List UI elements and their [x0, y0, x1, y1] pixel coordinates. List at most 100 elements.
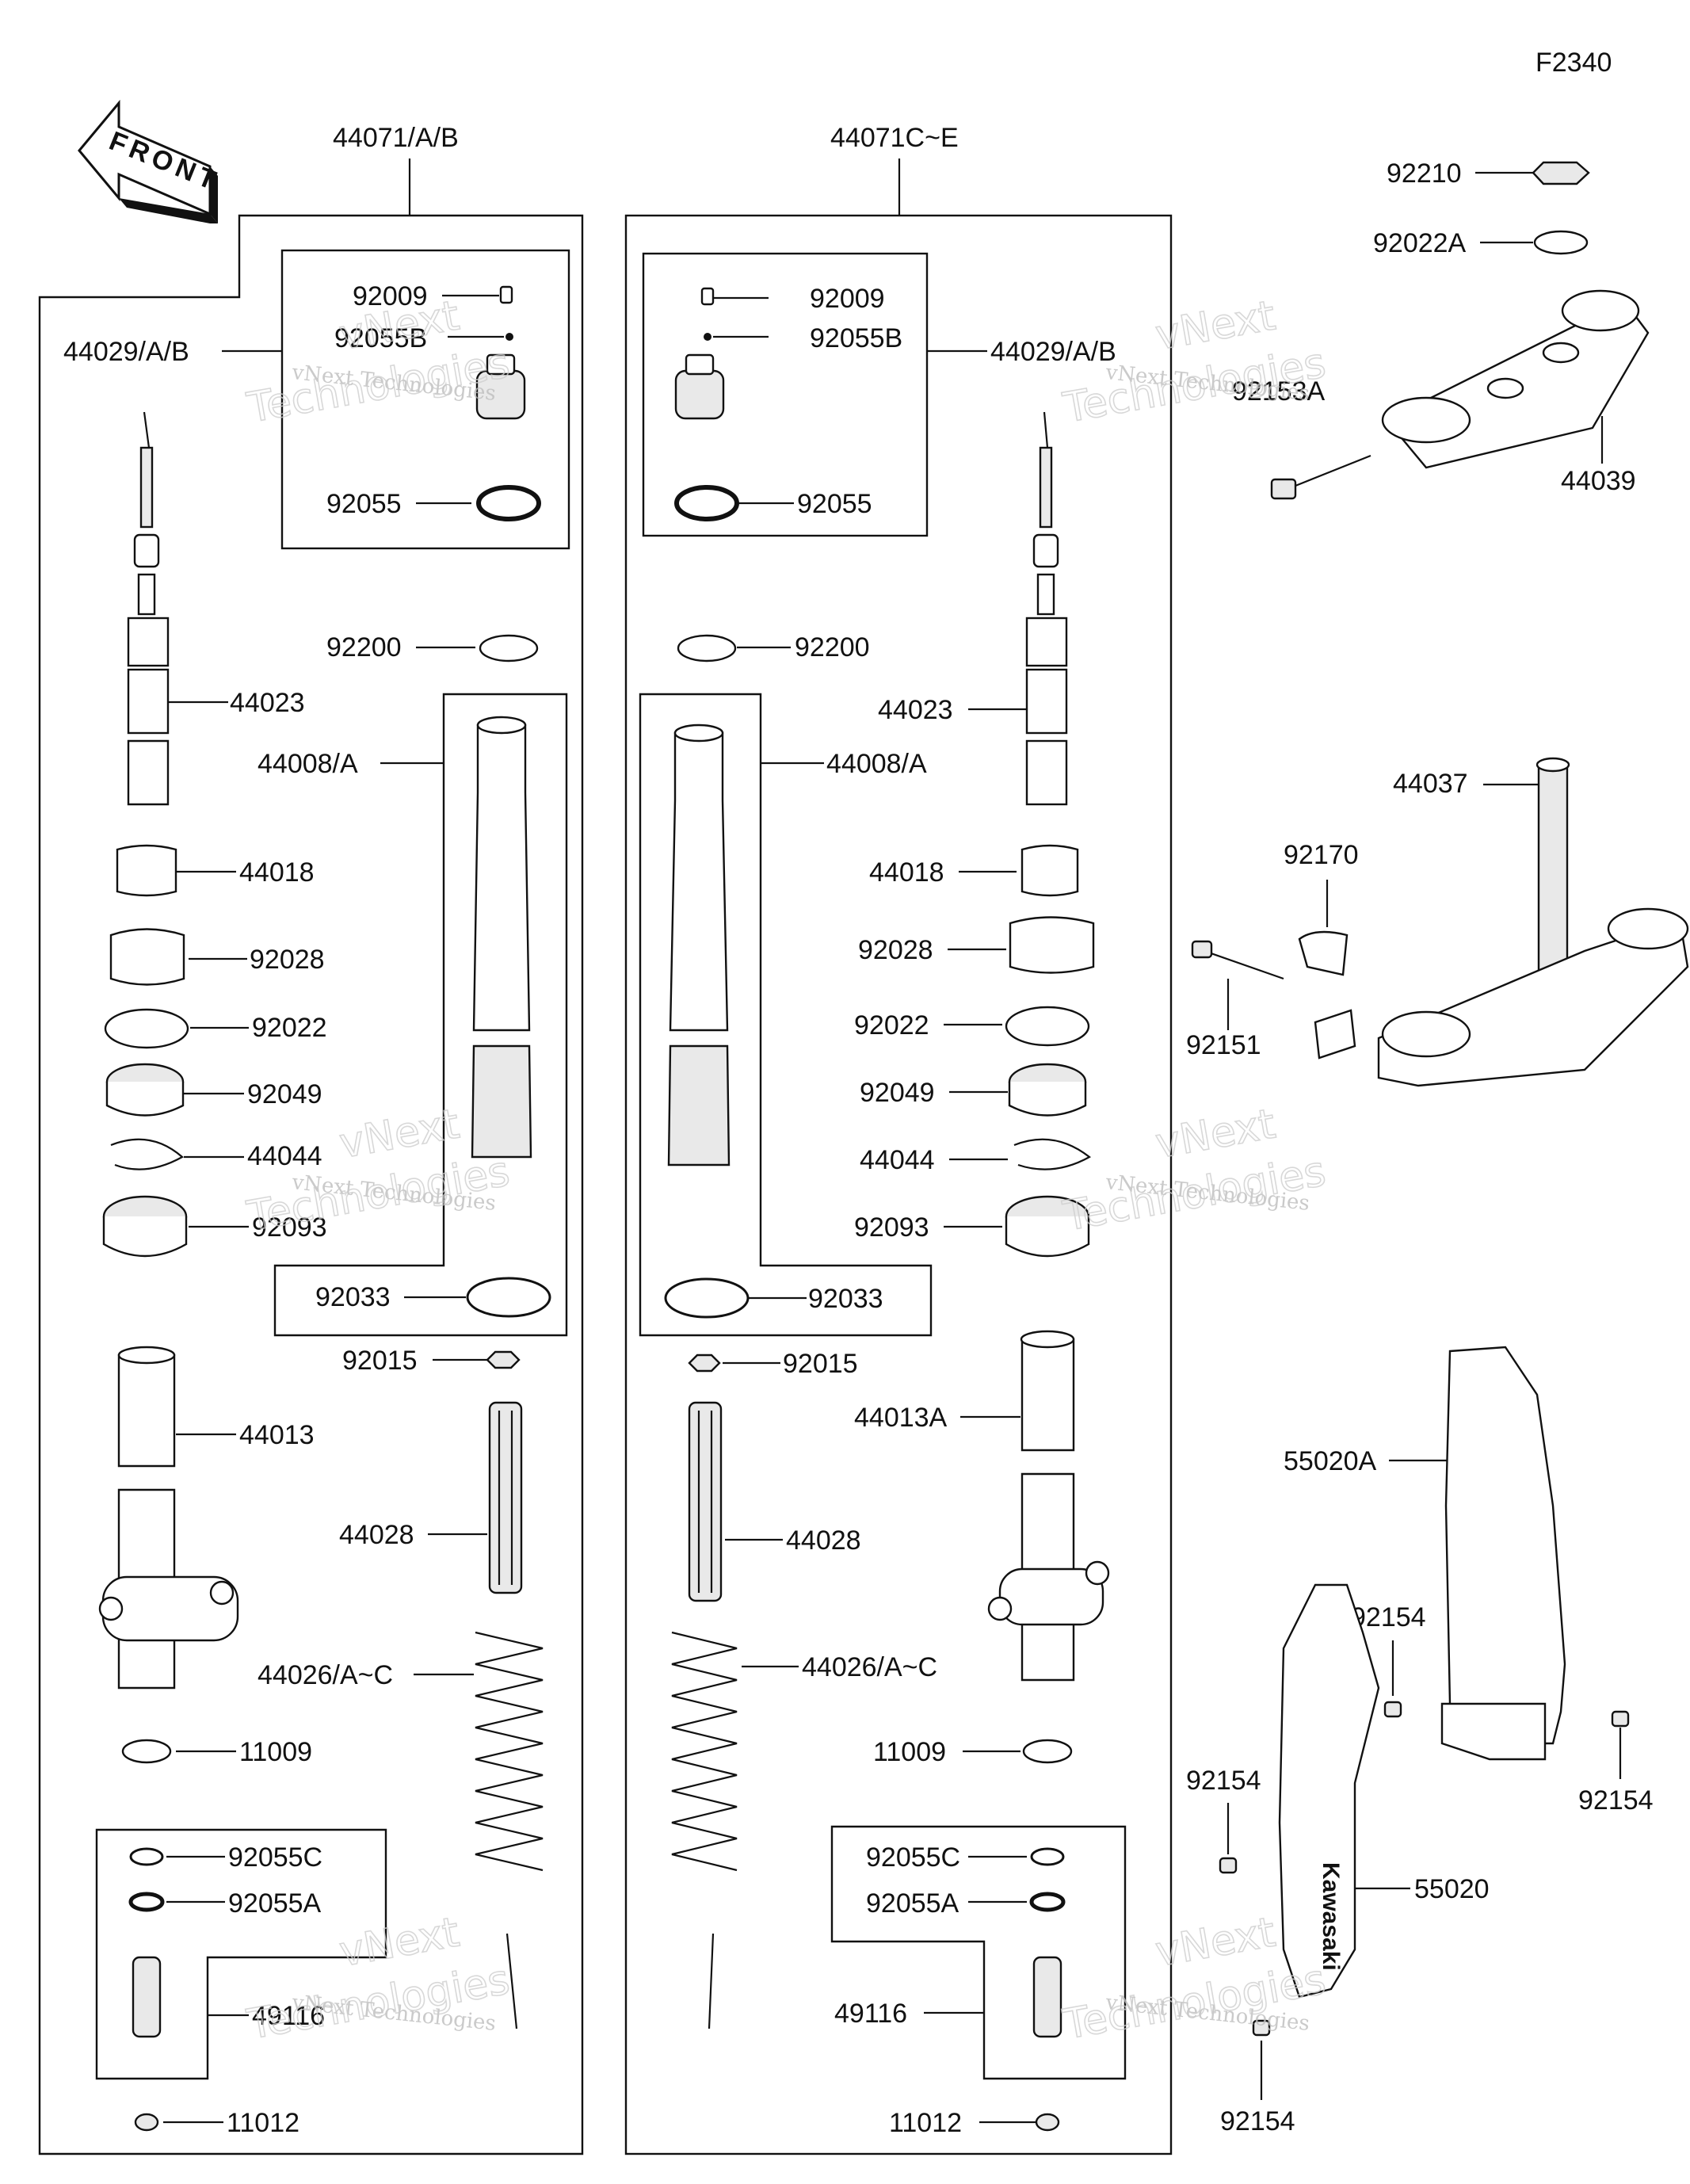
label-44013: 44013 [239, 1420, 315, 1450]
valve-49116-r-icon [1032, 1956, 1062, 2038]
dust-seal-92093-r-icon [1005, 1195, 1090, 1258]
washer-92022-icon [104, 1008, 189, 1049]
label-92009-r: 92009 [810, 284, 885, 314]
washer-92200-icon [479, 634, 539, 662]
label-11012-r: 11012 [889, 2108, 962, 2138]
seal-92049-icon [105, 1063, 185, 1117]
guard-55020A-icon [1444, 1346, 1566, 1745]
label-92055A-r: 92055A [866, 1888, 959, 1919]
seal-92049-r-icon [1008, 1063, 1087, 1117]
label-44028: 44028 [339, 1520, 414, 1550]
oring-92055B-r-icon [704, 333, 711, 341]
label-44018-r: 44018 [869, 857, 944, 888]
watermark-group: vNext Technologies vNext Technologies vN… [242, 292, 1329, 2050]
cap-bolt-44029-r-icon [674, 353, 725, 420]
bolt-92154-b-icon [1611, 1710, 1630, 1728]
label-92015-r: 92015 [783, 1349, 858, 1379]
label-44026: 44026/A~C [258, 1660, 393, 1690]
label-92093-r: 92093 [854, 1212, 929, 1243]
label-92210: 92210 [1387, 158, 1462, 189]
nut-92015-icon [486, 1350, 521, 1369]
washer-11009-r-icon [1022, 1739, 1073, 1764]
label-92153A: 92153A [1232, 376, 1326, 407]
oring-92055C-r-icon [1030, 1847, 1065, 1866]
label-92022: 92022 [252, 1013, 327, 1043]
inner-tube-44008-icon [471, 716, 532, 1159]
label-11009: 11009 [239, 1737, 312, 1767]
bolt-92154-a-icon [1383, 1701, 1402, 1718]
right-fork-group: 44071C~E 92009 92055B 44029/A/B 92055 92… [624, 123, 1173, 2155]
label-92154-d: 92154 [1220, 2106, 1295, 2136]
bushing-44018-r-icon [1020, 844, 1079, 897]
oring-92055-r-icon [674, 485, 739, 521]
guard-55020-icon: Kawasaki [1278, 1583, 1380, 1999]
label-92151: 92151 [1186, 1030, 1261, 1060]
left-valve-box [95, 1828, 387, 2080]
label-44029: 44029/A/B [63, 337, 189, 367]
bracket-92170-icon [1298, 930, 1356, 1060]
label-92055: 92055 [326, 489, 402, 519]
nut-11012-icon [134, 2113, 159, 2132]
steering-stem-44037-icon [1377, 757, 1689, 1087]
front-arrow-icon: FRONT [78, 99, 224, 223]
label-11012: 11012 [227, 2108, 299, 2138]
label-44026-r: 44026/A~C [802, 1652, 937, 1682]
label-44039: 44039 [1561, 466, 1636, 496]
label-92154-b: 92154 [1578, 1785, 1654, 1816]
label-92170: 92170 [1284, 840, 1359, 870]
inner-tube-44008-r-icon [667, 724, 731, 1166]
bolt-92154-c-icon [1219, 1857, 1238, 1874]
ring-92033-r-icon [664, 1277, 750, 1319]
washer-92200-r-icon [677, 634, 737, 662]
label-92055-r: 92055 [797, 489, 872, 519]
label-92033: 92033 [315, 1282, 391, 1312]
bolt-92151-icon [1191, 940, 1284, 980]
guard-brand-text: Kawasaki [1318, 1862, 1344, 1971]
label-44029-r: 44029/A/B [990, 337, 1116, 367]
nut-92210-icon [1532, 161, 1590, 185]
oring-92055A-icon [128, 1892, 165, 1912]
valve-49116-icon [132, 1956, 162, 2038]
label-92055A: 92055A [228, 1888, 322, 1919]
clip-44044-icon [110, 1138, 184, 1170]
bushing-92028-r-icon [1009, 916, 1095, 974]
rod-line-icon [505, 1933, 518, 2029]
screw-92009-r-icon [700, 287, 715, 306]
oring-92055B-icon [505, 333, 513, 341]
left-assembly-label: 44071/A/B [333, 123, 459, 153]
left-assembly-frame [38, 214, 584, 2155]
label-92055B: 92055B [334, 323, 427, 353]
label-55020: 55020 [1414, 1874, 1490, 1904]
washer-92022-r-icon [1005, 1006, 1090, 1047]
rod-44023-icon [127, 411, 170, 806]
label-92009: 92009 [353, 281, 428, 311]
label-92028-r: 92028 [858, 935, 933, 965]
damper-rod-44028-r-icon [688, 1401, 723, 1602]
label-44037: 44037 [1393, 769, 1468, 799]
label-49116: 49116 [252, 2001, 325, 2031]
bushing-92028-icon [109, 928, 185, 986]
label-92028: 92028 [250, 945, 325, 975]
label-92015: 92015 [342, 1346, 418, 1376]
clip-44044-r-icon [1013, 1138, 1091, 1170]
rod-44023-r-icon [1025, 411, 1068, 806]
label-44008: 44008/A [258, 749, 358, 779]
nut-92015-r-icon [688, 1354, 721, 1373]
right-tube-box [639, 693, 933, 1337]
label-44028-r: 44028 [786, 1525, 861, 1556]
label-92049-r: 92049 [860, 1078, 935, 1108]
spring-44026-icon [475, 1631, 544, 1872]
screw-92009-icon [499, 285, 513, 304]
label-92200-r: 92200 [795, 632, 870, 662]
label-92022A: 92022A [1373, 228, 1467, 258]
left-tube-box [273, 693, 568, 1337]
label-92055C-r: 92055C [866, 1842, 960, 1873]
label-44023: 44023 [230, 688, 305, 718]
guards-group: 55020A 92154 92154 92154 Kawasaki 55020 … [1186, 1346, 1654, 2136]
dust-seal-92093-icon [102, 1195, 188, 1258]
oring-92055C-icon [129, 1847, 164, 1866]
damper-rod-44028-icon [488, 1401, 523, 1594]
right-assembly-label: 44071C~E [830, 123, 959, 153]
label-44008-r: 44008/A [826, 749, 927, 779]
